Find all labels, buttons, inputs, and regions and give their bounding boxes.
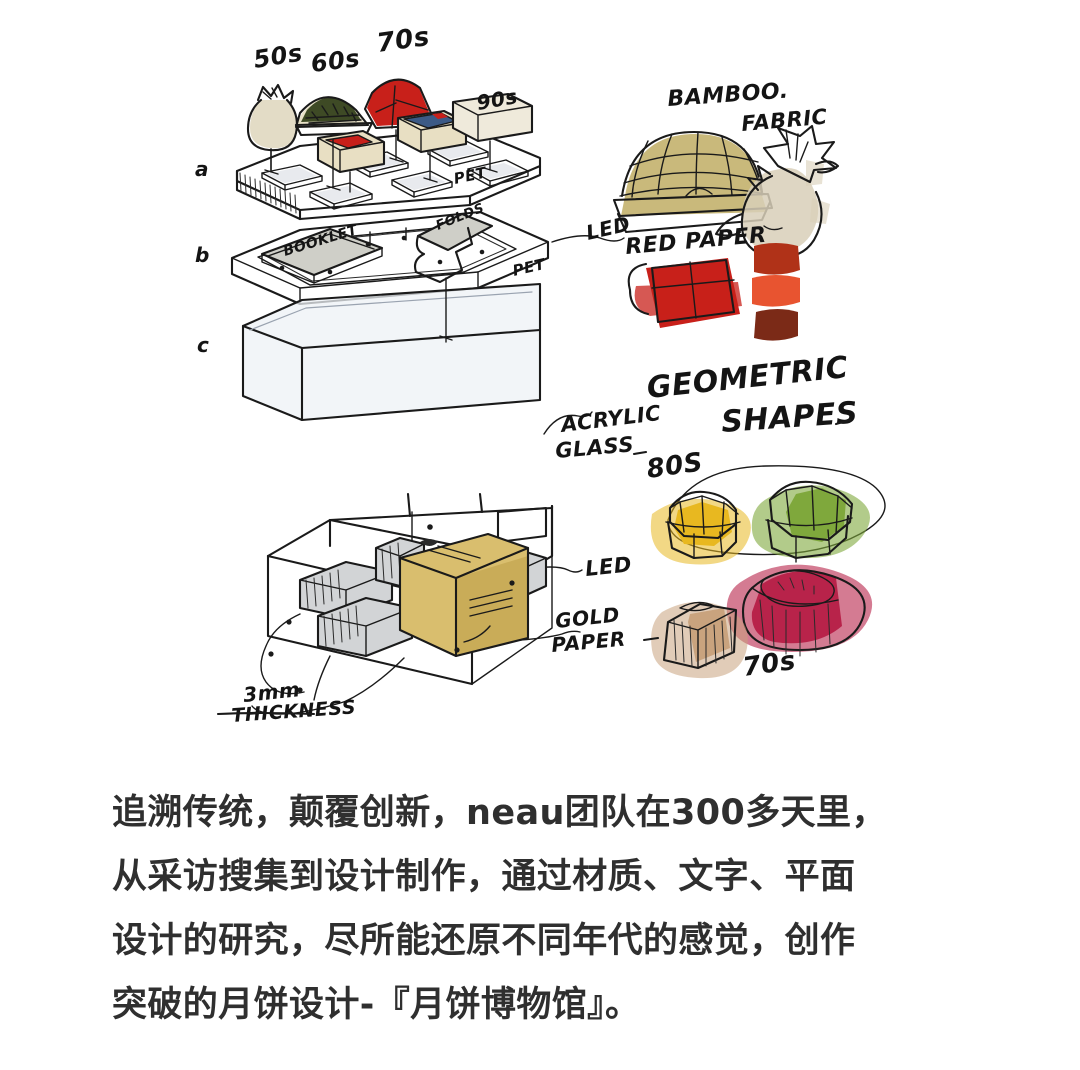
mooncake-60s (294, 96, 374, 137)
layer-b-text: b (195, 243, 210, 267)
fabric-bundle (714, 124, 840, 259)
crimson-top-texture (777, 577, 815, 595)
mooncake-box-red (316, 129, 386, 174)
gold-insert-creases (427, 545, 513, 643)
tray-edge-hatching (239, 172, 297, 214)
red-color-swatches (752, 243, 800, 341)
label-pet-mid: PET (511, 255, 548, 280)
layer-b-tray: BOOKLET FOLDS (230, 201, 550, 306)
crimson-fluting (759, 599, 831, 657)
geometric-shape-tan (651, 601, 748, 679)
caption-line-1: 追溯传统，颠覆创新，neau团队在300多天里， (112, 793, 887, 833)
label-glass: GLASS (554, 432, 635, 463)
folds-flap (413, 212, 494, 284)
caption-line-3: 设计的研究，尽所能还原不同年代的感觉，创作 (112, 921, 856, 961)
acrylic-leader-line (543, 411, 593, 435)
layer-a-tray (235, 126, 542, 221)
mooncake-connector-pins (264, 129, 498, 193)
layer-c-text: c (197, 333, 209, 357)
label-thickness-value: 3mm (242, 677, 301, 707)
label-50s: 50s (252, 39, 305, 74)
concept-sketch-illustration: 50s 60s 70s (195, 21, 886, 727)
label-70s-lower: 70s (741, 646, 798, 683)
glass-dash (632, 450, 648, 456)
sketch-canvas: 50s 60s 70s (195, 22, 886, 727)
gold-paper-leader (519, 630, 581, 641)
label-shapes: SHAPES (720, 396, 859, 440)
label-70s: 70s (375, 22, 432, 59)
mooncake-box-90s (451, 92, 534, 143)
label-60s: 60s (309, 44, 361, 78)
label-bamboo: BAMBOO. (667, 79, 790, 112)
booklet-card (260, 227, 384, 284)
caption-line-2: 从采访搜集到设计制作，通过材质、文字、平面 (112, 857, 856, 897)
geometric-shape-green (751, 480, 870, 563)
layer-marker-a: a (195, 157, 209, 181)
mooncake-50s (246, 83, 298, 171)
label-80s: 80S (645, 447, 705, 485)
tray-b-dots (279, 235, 485, 275)
layer-c-base-box (241, 277, 542, 422)
led-leader-line (551, 235, 625, 243)
red-paper-block (627, 258, 742, 328)
mooncake-box-blue (396, 109, 468, 154)
caption-block: 追溯传统，颠覆创新，neau团队在300多天里， 从采访搜集到设计制作，通过材质… (0, 775, 1080, 1070)
label-pet-top: PET (452, 163, 489, 188)
geometric-shape-crimson (726, 564, 873, 657)
label-acrylic: ACRYLIC (558, 401, 663, 437)
compartment-stack-2 (316, 596, 414, 658)
wire-nodes (268, 524, 515, 693)
shapes-dash (834, 418, 852, 426)
label-fabric: FABRIC (740, 105, 828, 136)
geometric-shape-yellow (650, 490, 751, 565)
mooncake-70s (363, 78, 433, 130)
label-led-lower: LED (584, 552, 633, 581)
tan-fluting (673, 616, 733, 667)
thickness-underline (216, 711, 316, 716)
layer-a-text: a (195, 157, 209, 181)
tray-cavities (261, 140, 529, 210)
tan-dash (642, 636, 660, 642)
gold-paper-insert (398, 532, 530, 658)
mesh-texture-60s (305, 103, 362, 124)
caption-line-4: 突破的月饼设计-『月饼博物馆』。 (112, 985, 641, 1025)
label-red-paper: RED PAPER (624, 223, 767, 260)
label-paper: PAPER (550, 627, 626, 657)
